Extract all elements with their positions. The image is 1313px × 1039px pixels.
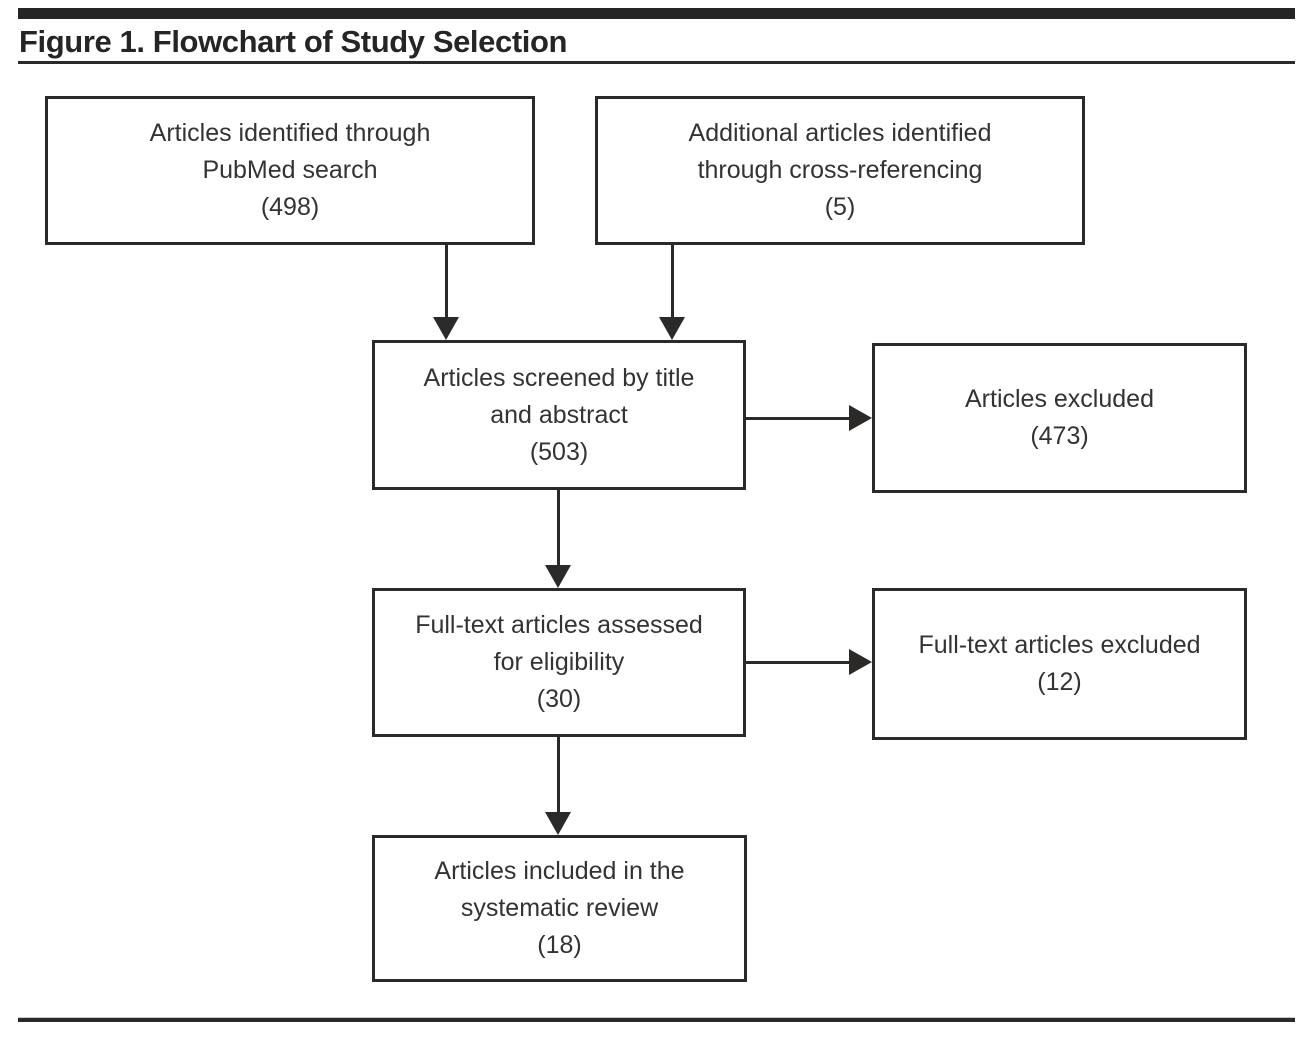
arrowhead-right-icon [849, 649, 872, 675]
box-text-line: Additional articles identified [688, 119, 992, 147]
bottom-rule-bar [18, 1017, 1295, 1022]
arrow-line [671, 245, 674, 320]
flow-box-articles-excluded: Articles excluded (473) [872, 343, 1247, 493]
box-text-line: PubMed search [202, 156, 378, 184]
flow-box-pubmed-identified: Articles identified through PubMed searc… [45, 96, 535, 245]
box-count: (503) [529, 437, 589, 466]
arrow-line [557, 737, 560, 815]
box-count: (5) [824, 193, 856, 221]
box-count: (498) [260, 193, 320, 221]
box-text-line: Articles identified through [149, 119, 431, 147]
arrow-line [557, 490, 560, 568]
box-text-line: Articles included in the [434, 857, 685, 885]
arrow-line [746, 661, 852, 664]
arrowhead-down-icon [659, 317, 685, 340]
box-count: (473) [1030, 422, 1089, 450]
box-text-line: systematic review [460, 894, 659, 922]
flow-box-crossref-identified: Additional articles identified through c… [595, 96, 1085, 245]
box-text-line: through cross-referencing [697, 156, 983, 184]
arrowhead-down-icon [545, 565, 571, 588]
box-text-line: and abstract [490, 400, 628, 429]
figure-title: Figure 1. Flowchart of Study Selection [19, 24, 568, 59]
arrowhead-right-icon [849, 405, 872, 431]
box-text-line: Full-text articles assessed [415, 611, 703, 639]
box-count: (30) [536, 685, 582, 713]
flow-box-fulltext-assessed: Full-text articles assessed for eligibil… [372, 588, 746, 737]
box-text-line: Articles excluded [965, 385, 1154, 413]
arrowhead-down-icon [545, 812, 571, 835]
arrowhead-down-icon [433, 317, 459, 340]
flow-box-included-in-review: Articles included in the systematic revi… [372, 835, 747, 982]
box-count: (12) [1037, 668, 1082, 696]
box-text-line: Full-text articles excluded [918, 631, 1201, 659]
box-count: (18) [537, 931, 582, 959]
box-text-line: for eligibility [493, 648, 625, 676]
arrow-line [445, 245, 448, 320]
top-rule-bar [18, 8, 1295, 19]
title-underline-rule [18, 61, 1295, 64]
arrow-line [746, 417, 852, 420]
flow-box-fulltext-excluded: Full-text articles excluded (12) [872, 588, 1247, 740]
box-text-line: Articles screened by title [423, 363, 695, 392]
flow-box-screened: Articles screened by title and abstract … [372, 340, 746, 490]
